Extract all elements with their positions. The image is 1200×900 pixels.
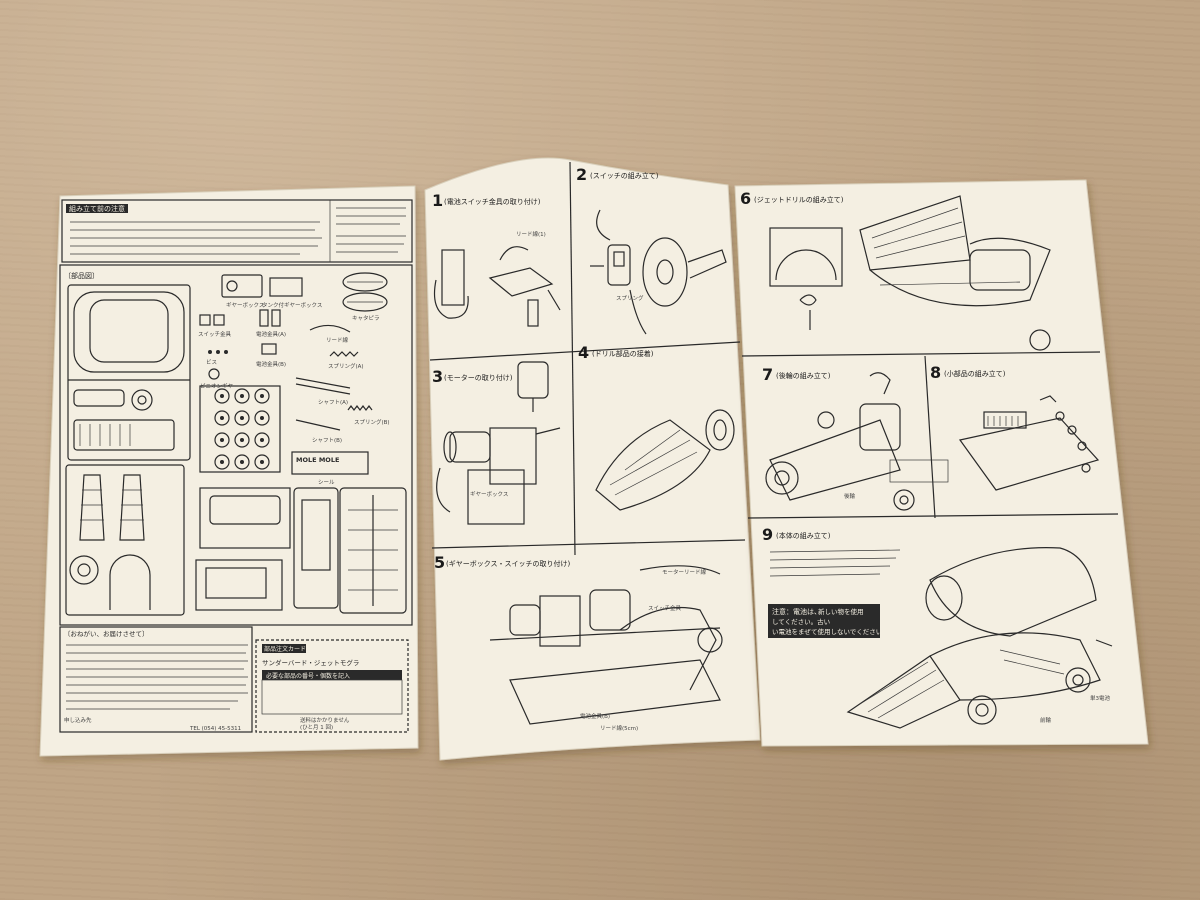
step-5-illustration [489,565,723,725]
step-6-number: 6 [740,189,751,208]
sprue-frame-b [65,464,185,616]
part-label-tank-gearbox: タンク付ギヤーボックス [262,301,322,309]
decal-text: MOLE MOLE [296,456,339,464]
order-card-product: サンダーバード・ジェットモグラ [262,658,359,667]
decal-sheet [291,451,369,475]
step-6-jet-drill-illustration [769,195,1051,351]
step-5-label-battery: 電池金具(B) [580,712,610,720]
middle-page-content: 1 (電池スイッチ金具の取り付け) リード線(1) 2 (スイッチの組み立て) … [429,161,746,732]
part-label-spring-b: スプリング(B) [354,418,390,426]
step-3-number: 3 [432,367,443,386]
switch-fittings [199,309,281,327]
sprue-frame-c [195,487,407,614]
order-note-1: 送料はかかりません [300,716,350,724]
step-9-title: (本体の組み立て) [776,531,831,540]
step-1-number: 1 [432,191,443,210]
notice-box [59,626,253,733]
order-card-header: 必要な部品の番号・個数を記入 [266,672,350,680]
step-8-title: (小部品の組み立て) [944,369,1006,378]
step-8-number: 8 [930,363,941,382]
sprue-frame-a [67,284,191,461]
order-card-title: 部品注文カード [264,645,306,653]
order-card [255,639,409,733]
step-7-rear-wheel-illustration [765,372,915,511]
part-label-screw: ビス [206,358,217,366]
caution-line-2: してください。古い [772,617,830,626]
step-2-illustration [590,209,727,335]
caution-line-3: い電池をまぜて使用しないでください。 [772,627,889,636]
decal-label: シール [318,480,335,486]
step-6-title: (ジェットドリルの組み立て) [754,195,844,204]
step-3-label-gearbox: ギヤーボックス [470,490,508,498]
step-5-title: (ギヤーボックス・スイッチの取り付け) [446,559,571,568]
step-7-number: 7 [762,365,773,384]
precautions-title: 組み立て前の注意 [69,204,125,213]
part-label-lead-wire: リード線 [326,336,349,344]
battery-caution-box [768,604,880,638]
step-5-label-motor-lead: モーターリード線 [662,568,707,576]
caution-line-1: 新しい物を使用 [818,607,864,616]
step-4-number: 4 [578,343,589,362]
parts-title: 〔部品図〕 [64,271,99,280]
part-label-spring-a: スプリング(A) [328,362,364,370]
step-3-title: (モーターの取り付け) [444,373,513,382]
step-5-number: 5 [434,553,445,572]
part-label-caterpillar: キャタピラ [352,314,380,322]
step-8-small-parts-illustration [958,395,1100,491]
step-7-title: (後輪の組み立て) [776,371,831,380]
part-label-switch: スイッチ金具 [198,330,232,338]
caution-title: 注意：電池は、 [772,607,821,616]
applicant-label: 申し込み先 [64,716,92,724]
order-note-2: (ひと月 1 回) [300,724,333,731]
part-label-battery-b: 電池金具(B) [256,360,286,368]
step-3-illustration [436,361,561,525]
right-page-content: 6 (ジェットドリルの組み立て) 7 (後輪の組み立て) 後輪 [740,189,1119,729]
part-label-battery-a: 電池金具(A) [256,330,286,338]
left-page [39,185,419,757]
left-page-content: 組み立て前の注意 〔部品図〕 [59,199,413,733]
part-label-gearbox: ギヤーボックス [226,301,264,309]
step-1-illustration [433,246,561,327]
step-5-label-lead-5cm: リード線(5cm) [600,724,638,732]
step-1-label-lead: リード線(1) [516,230,546,238]
step-9-body-illustration [846,547,1113,729]
step-9-label-battery: 単3電池 [1090,694,1110,702]
step-7-label-rear-wheel: 後輪 [844,492,856,500]
step-5-label-switch: スイッチ金具 [648,604,682,612]
step-2-title: (スイッチの組み立て) [590,171,659,180]
step-9-number: 9 [762,525,773,544]
step-2-label-spring: スプリング [616,294,644,302]
step-2-number: 2 [576,165,587,184]
part-label-shaft-a: シャフト(A) [318,399,348,406]
step-9-label-front-wheel: 前輪 [1040,716,1052,724]
wheel-parts [199,385,281,473]
caterpillar-tracks [342,272,388,312]
phone-number: TEL (054) 45-5311 [189,726,241,732]
gearbox-part [221,274,303,298]
step-4-drill-illustration [595,409,735,511]
step-1-title: (電池スイッチ金具の取り付け) [444,197,541,206]
notice-title: 〔おねがい、お届けさせて〕 [64,629,149,638]
middle-page [424,157,761,761]
step-4-title: (ドリル部品の接着) [592,349,654,358]
part-label-shaft-b: シャフト(B) [312,437,342,444]
